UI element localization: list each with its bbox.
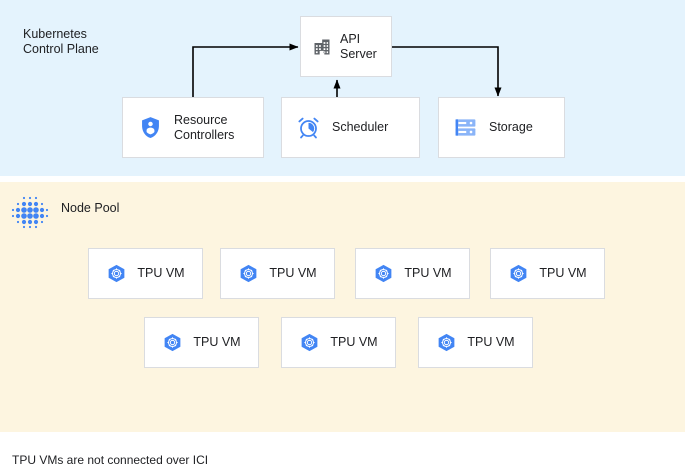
tpu-vm-card[interactable]: TPU VM xyxy=(220,248,335,299)
alarm-clock-icon xyxy=(298,117,319,139)
node-pool-title: Node Pool xyxy=(61,201,120,215)
tpu-vm-label: TPU VM xyxy=(539,266,587,280)
tpu-vm-label: TPU VM xyxy=(193,335,241,349)
tpu-vm-card[interactable]: TPU VM xyxy=(88,248,203,299)
control-plane-title: Kubernetes Control Plane xyxy=(23,27,99,56)
box-scheduler-label: Scheduler xyxy=(332,120,389,134)
shield-person-icon xyxy=(142,117,159,139)
box-resource-controllers-label: Resource Controllers xyxy=(174,112,235,142)
tpu-vm-label: TPU VM xyxy=(467,335,515,349)
box-storage-label: Storage xyxy=(489,120,533,134)
tpu-vm-label: TPU VM xyxy=(269,266,317,280)
box-resource-controllers[interactable]: Resource Controllers xyxy=(122,97,264,158)
box-api-server-label: API Server xyxy=(340,31,377,61)
tpu-hexagon-icon xyxy=(109,264,125,283)
footnote-text: TPU VMs are not connected over ICI xyxy=(12,453,209,467)
tpu-vm-card[interactable]: TPU VM xyxy=(281,317,396,368)
tpu-hexagon-icon xyxy=(439,333,455,352)
tpu-hexagon-icon xyxy=(511,264,527,283)
tpu-vm-card[interactable]: TPU VM xyxy=(355,248,470,299)
tpu-vm-card[interactable]: TPU VM xyxy=(490,248,605,299)
tpu-vm-label: TPU VM xyxy=(137,266,185,280)
tpu-vm-label: TPU VM xyxy=(404,266,452,280)
tpu-vm-card[interactable]: TPU VM xyxy=(418,317,533,368)
server-rack-icon xyxy=(455,119,476,136)
tpu-hexagon-icon xyxy=(165,333,181,352)
tpu-hexagon-icon xyxy=(302,333,318,352)
tpu-hexagon-icon xyxy=(241,264,257,283)
box-api-server[interactable]: API Server xyxy=(300,16,392,77)
tpu-vm-label: TPU VM xyxy=(330,335,378,349)
office-building-icon xyxy=(314,39,330,54)
box-storage[interactable]: Storage xyxy=(438,97,565,158)
tpu-hexagon-icon xyxy=(376,264,392,283)
node-pool-region xyxy=(0,182,685,432)
box-scheduler[interactable]: Scheduler xyxy=(281,97,420,158)
node-pool-dots-icon xyxy=(11,196,49,229)
tpu-vm-card[interactable]: TPU VM xyxy=(144,317,259,368)
